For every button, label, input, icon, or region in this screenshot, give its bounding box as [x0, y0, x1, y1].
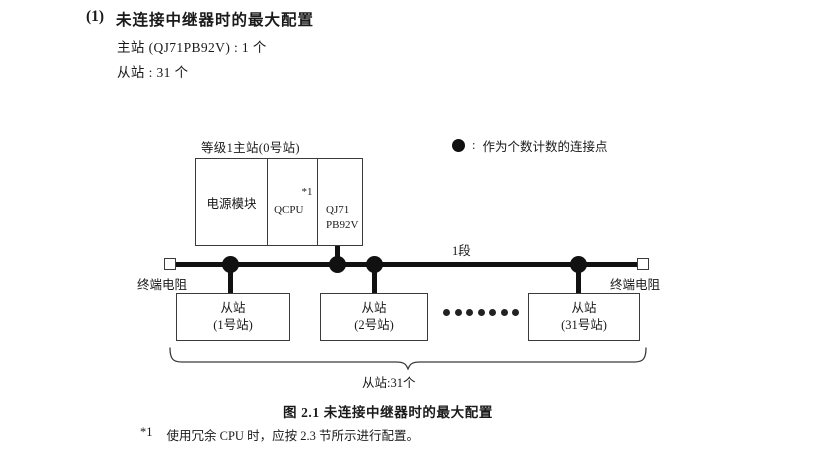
slave-station-box: 从站 (1号站) [176, 293, 290, 341]
drop-line-slave-2 [372, 264, 377, 294]
ellipsis-dot [477, 309, 485, 316]
ellipsis-dot [500, 309, 508, 316]
slave-group-brace [169, 347, 647, 370]
terminator-square-icon-left [164, 258, 176, 270]
master-station-box: 电源模块 *1 QCPU QJ71 PB92V [195, 158, 363, 246]
footnote: *1 使用冗余 CPU 时，应按 2.3 节所示进行配置。 [140, 425, 419, 444]
figure-caption: 图 2.1 未连接中继器时的最大配置 [283, 405, 493, 420]
module-qcpu: *1 QCPU [268, 159, 318, 245]
slave-station-box: 从站 (2号站) [320, 293, 428, 341]
spec-slave-count: 从站 : 31 个 [117, 65, 189, 80]
spec-master-count: 主站 (QJ71PB92V) : 1 个 [117, 40, 267, 55]
heading-number: (1) [86, 8, 105, 25]
slave-station-title: 从站 [220, 300, 246, 315]
slave-station-number: (1号站) [213, 318, 253, 332]
terminator-label-left: 终端电阻 [137, 278, 188, 292]
legend: : 作为个数计数的连接点 [452, 136, 608, 155]
module-qj71pb92v-line2: PB92V [326, 218, 359, 231]
segment-label: 1段 [452, 244, 471, 258]
module-qj71pb92v: QJ71 PB92V [318, 159, 363, 245]
drop-line-slave-3 [576, 264, 581, 294]
ellipsis-dot [489, 309, 496, 316]
legend-colon: : [472, 138, 476, 152]
footnote-marker: *1 [301, 186, 313, 198]
module-qcpu-label: QCPU [274, 204, 304, 216]
connection-dot-icon [329, 256, 346, 273]
drop-line-master [335, 246, 340, 264]
slave-station-title: 从站 [361, 300, 387, 315]
module-qj71pb92v-line1: QJ71 [326, 204, 350, 217]
master-station-label: 等级1主站(0号站) [201, 141, 300, 155]
filled-circle-icon [452, 139, 465, 152]
ellipsis-dot [466, 309, 473, 316]
slave-group-label: 从站:31个 [362, 376, 416, 390]
drop-line-slave-1 [228, 264, 233, 294]
bus-trunk-line [175, 262, 641, 267]
slave-station-number: (2号站) [354, 318, 394, 332]
ellipsis-dots [443, 309, 519, 316]
module-power-supply: 电源模块 [196, 159, 269, 245]
legend-label: 作为个数计数的连接点 [482, 140, 608, 154]
slave-station-number: (31号站) [561, 318, 607, 332]
terminator-label-right: 终端电阻 [610, 278, 661, 292]
module-power-supply-label: 电源模块 [206, 196, 257, 211]
page-title: 未连接中继器时的最大配置 [116, 12, 315, 29]
slave-station-title: 从站 [571, 300, 597, 315]
ellipsis-dot [512, 309, 519, 316]
ellipsis-dot [454, 309, 462, 316]
footnote-mark: *1 [140, 425, 153, 439]
slave-station-box: 从站 (31号站) [528, 293, 640, 341]
ellipsis-dot [443, 309, 450, 316]
footnote-text: 使用冗余 CPU 时，应按 2.3 节所示进行配置。 [166, 429, 419, 443]
terminator-square-icon-right [637, 258, 649, 270]
